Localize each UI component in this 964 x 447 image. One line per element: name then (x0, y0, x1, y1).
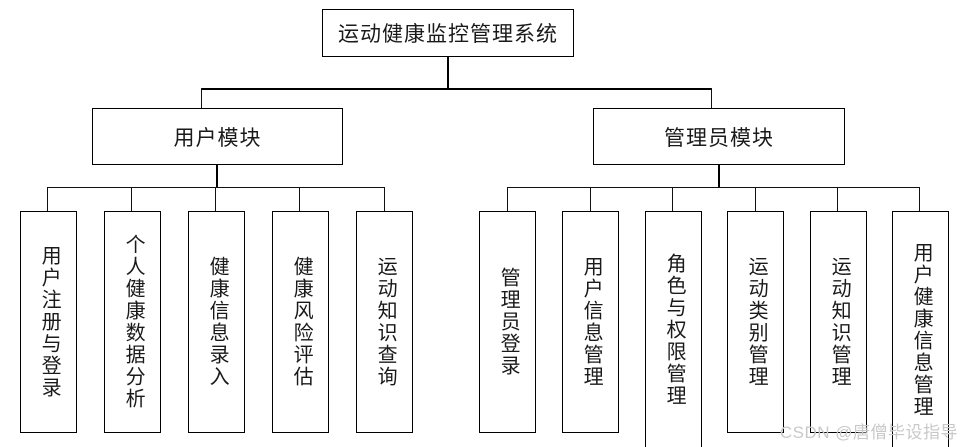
node-leaf-label: 个人健康数据分析 (122, 234, 145, 410)
connector-to-user-module (201, 88, 202, 109)
node-leaf-sports-knowledge-management: 运动知识管理 (810, 211, 867, 433)
connector-user-drop-2 (131, 187, 132, 211)
connector-admin-drop-2 (590, 187, 591, 211)
node-leaf-label: 用户信息管理 (580, 256, 603, 388)
node-leaf-personal-health-data-analysis: 个人健康数据分析 (104, 211, 161, 433)
node-root: 运动健康监控管理系统 (322, 9, 574, 57)
connector-admin-drop-4 (755, 187, 756, 211)
connector-user-drop-1 (47, 187, 48, 211)
node-leaf-health-risk-assessment: 健康风险评估 (272, 211, 329, 433)
connector-admin-stem (718, 165, 720, 188)
connector-user-drop-5 (384, 187, 385, 211)
node-leaf-label: 管理员登录 (497, 267, 520, 377)
connector-user-drop-4 (299, 187, 300, 211)
node-leaf-label: 健康风险评估 (290, 256, 313, 388)
connector-admin-drop-1 (507, 187, 508, 211)
node-module-admin-label: 管理员模块 (664, 125, 774, 150)
node-leaf-user-health-info-management: 用户健康信息管理 (892, 211, 949, 447)
node-leaf-sports-knowledge-query: 运动知识查询 (356, 211, 413, 433)
node-module-admin: 管理员模块 (593, 108, 845, 165)
node-leaf-user-register-login: 用户注册与登录 (20, 211, 77, 433)
connector-root-stem (447, 57, 449, 89)
connector-level1-bus (201, 88, 712, 90)
node-leaf-user-info-management: 用户信息管理 (562, 211, 619, 433)
node-leaf-admin-login: 管理员登录 (479, 211, 536, 433)
connector-admin-drop-5 (837, 187, 838, 211)
connector-admin-drop-6 (919, 187, 920, 211)
node-leaf-label: 用户健康信息管理 (910, 242, 933, 418)
node-leaf-label: 用户注册与登录 (38, 245, 61, 399)
connector-user-stem (216, 165, 218, 188)
node-leaf-label: 健康信息录入 (206, 256, 229, 388)
connector-user-bus (47, 187, 385, 188)
connector-admin-bus (507, 187, 920, 188)
connector-user-drop-3 (215, 187, 216, 211)
node-leaf-sports-category-management: 运动类别管理 (727, 211, 784, 433)
node-root-label: 运动健康监控管理系统 (338, 22, 558, 46)
node-leaf-label: 运动知识查询 (374, 256, 397, 388)
node-leaf-label: 运动类别管理 (745, 256, 768, 388)
node-module-user-label: 用户模块 (173, 125, 262, 150)
node-leaf-label: 角色与权限管理 (663, 253, 686, 407)
node-leaf-role-permission-management: 角色与权限管理 (645, 211, 702, 447)
watermark: CSDN @唐僧毕设指导 (779, 423, 958, 442)
connector-to-admin-module (711, 88, 712, 109)
node-leaf-label: 运动知识管理 (828, 256, 851, 388)
node-module-user: 用户模块 (92, 108, 343, 165)
connector-admin-drop-3 (672, 187, 673, 211)
node-leaf-health-info-entry: 健康信息录入 (188, 211, 245, 433)
